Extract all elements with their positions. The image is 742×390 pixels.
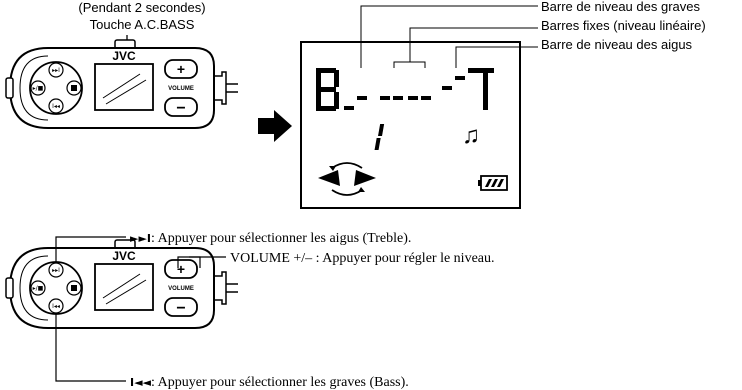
lcd-level-digit-seg [374, 138, 381, 150]
prev-leader-line [55, 314, 126, 382]
volume-instruction: VOLUME +/– : Appuyer pour régler le nive… [230, 251, 495, 266]
next-track-icon: ►►I [130, 232, 151, 245]
next-instruction-text: : Appuyer pour sélectionner les aigus (T… [151, 231, 411, 246]
remote-control-bottom: JVC + − VOLUME [5, 239, 239, 329]
remote-control-top: JVC + − VOLUME [5, 39, 239, 129]
lcd-fixed-bar [421, 96, 431, 100]
volume-plus-icon: + [177, 261, 185, 277]
volume-minus-icon: − [176, 100, 185, 117]
lcd-bass-char: B [316, 68, 339, 111]
battery-icon [478, 175, 508, 191]
next-leader-line [55, 236, 126, 262]
prev-instruction: I◄◄: Appuyer pour sélectionner les grave… [130, 375, 409, 390]
volume-plus-icon: + [177, 61, 185, 77]
bass-callout-line [360, 5, 538, 68]
fixed-bars-callout-line [409, 27, 538, 62]
lcd-fixed-bar [380, 96, 390, 100]
lcd-fixed-bar [408, 96, 418, 100]
lcd-bass-bar [357, 96, 367, 100]
lcd-level-digit-seg [378, 124, 385, 136]
volume-label: VOLUME [168, 86, 194, 92]
volume-minus-icon: − [176, 300, 185, 317]
brand-logo: JVC [112, 49, 136, 63]
fixed-bars-callout: Barres fixes (niveau linéaire) [541, 18, 706, 33]
bass-bar-callout: Barre de niveau des graves [541, 0, 700, 14]
lcd-treble-bar [455, 76, 465, 80]
acbass-rotate-icon [318, 162, 376, 196]
music-note-icon: ♫ [462, 122, 480, 149]
lcd-bass-bar [344, 106, 354, 110]
lcd-fixed-bar [393, 96, 403, 100]
treble-callout-line [455, 46, 538, 68]
volume-label: VOLUME [168, 286, 194, 292]
lcd-treble-char: T [468, 68, 494, 110]
next-instruction: ►►I: Appuyer pour sélectionner les aigus… [130, 231, 411, 246]
brand-logo: JVC [112, 249, 136, 263]
arrow-right-icon [258, 110, 292, 142]
top-label-line2: Touche A.C.BASS [90, 17, 195, 32]
top-label-line1: (Pendant 2 secondes) [78, 0, 205, 15]
prev-instruction-text: : Appuyer pour sélectionner les graves (… [151, 375, 409, 390]
lcd-display: B T 1 ♫ [300, 41, 521, 209]
lcd-treble-bar [442, 86, 452, 90]
treble-bar-callout: Barre de niveau des aigus [541, 37, 693, 52]
prev-track-icon: I◄◄ [130, 376, 152, 389]
